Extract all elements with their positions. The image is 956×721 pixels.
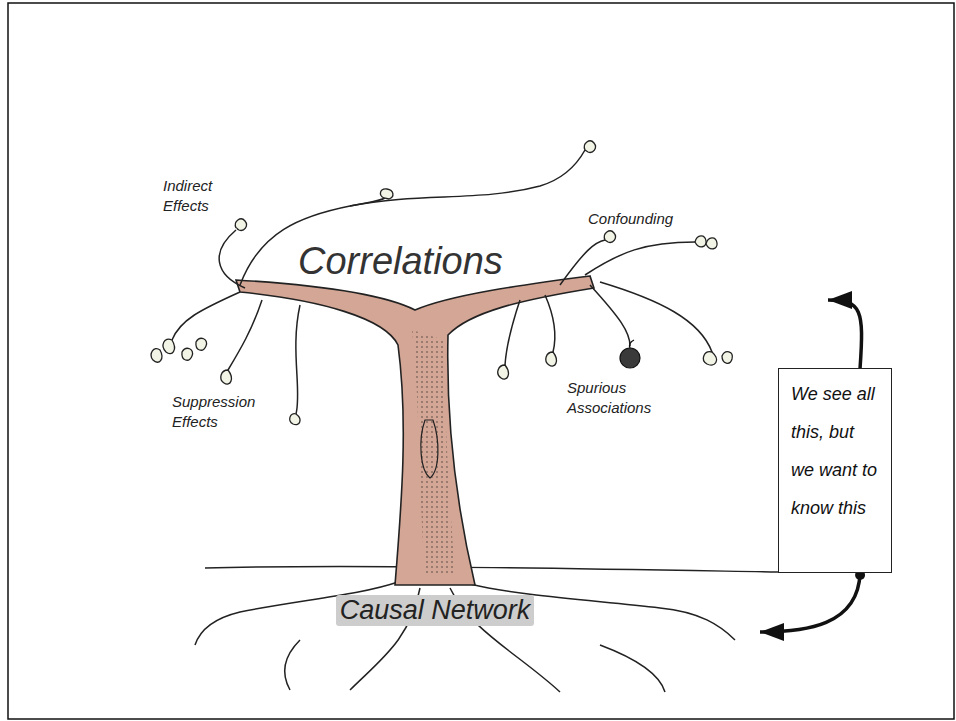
branch-label-holder: Suppression Effects xyxy=(172,392,255,431)
branch-label: Confounding xyxy=(588,209,673,229)
callout-arrow xyxy=(828,300,862,368)
branch-label: Suppression Effects xyxy=(172,392,255,431)
trunk-shading xyxy=(412,330,455,575)
branch-label: Indirect Effects xyxy=(163,176,212,215)
branch-label-holder: Spurious Associations xyxy=(567,378,651,417)
trunk xyxy=(236,276,594,585)
leaves xyxy=(151,141,732,425)
ground-line xyxy=(205,567,778,572)
roots-title-holder: Causal Network xyxy=(336,595,535,626)
branch-label-holder: Confounding xyxy=(588,209,673,229)
callout-arrow xyxy=(760,570,865,632)
roots xyxy=(195,582,735,692)
callout-text: We see all this, but we want to know thi… xyxy=(791,375,879,527)
branch-label: Spurious Associations xyxy=(567,378,651,417)
causal-network-region: Causal Network xyxy=(170,585,760,670)
roots-title: Causal Network xyxy=(336,595,535,626)
frame xyxy=(8,3,954,719)
apple xyxy=(620,340,640,368)
callout-box: We see all this, but we want to know thi… xyxy=(778,368,892,573)
canopy-title-holder: Correlations xyxy=(298,240,503,283)
callout-arrow-line xyxy=(760,573,860,632)
callout-arrow-line xyxy=(828,300,862,368)
branches xyxy=(172,150,712,414)
canopy-title: Correlations xyxy=(298,240,503,283)
trunk-knot xyxy=(421,420,438,478)
branch-label-holder: Indirect Effects xyxy=(163,176,212,215)
